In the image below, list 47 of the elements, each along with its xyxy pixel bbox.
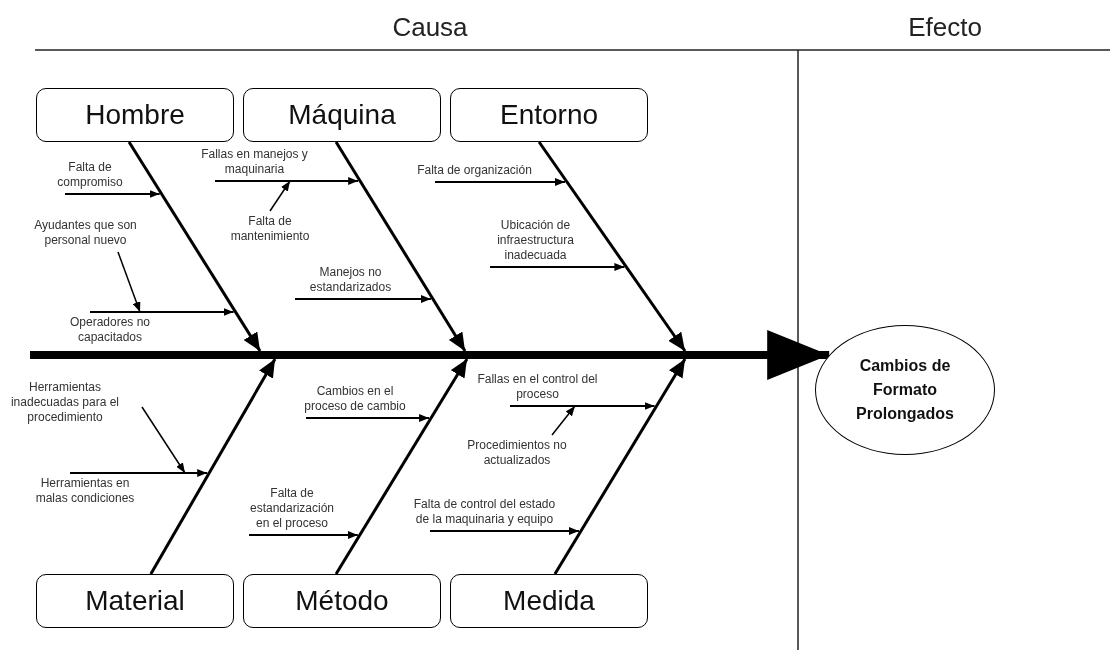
cause-arrow: [64, 190, 161, 198]
cause-text: Operadores no capacitados: [65, 315, 155, 345]
section-heading: Efecto: [907, 12, 983, 42]
sub-cause-arrow: [551, 405, 576, 436]
cause-arrow: [509, 402, 656, 410]
cause-arrow: [248, 531, 359, 539]
cause-arrow: [429, 527, 580, 535]
cause-text: Cambios en el proceso de cambio: [303, 384, 407, 414]
category-box: Material: [36, 574, 234, 628]
cause-arrow: [214, 177, 360, 185]
cause-text: Falta de compromiso: [50, 160, 130, 190]
cause-arrow: [305, 414, 431, 422]
cause-text: Fallas en manejos y maquinaria: [192, 147, 317, 177]
cause-text: Manejos no estandarizados: [303, 265, 398, 295]
cause-text: Falta de organización: [412, 163, 537, 178]
cause-arrow: [434, 178, 566, 186]
bone-arrow: [127, 141, 262, 352]
cause-arrow: [489, 263, 626, 271]
category-box: Medida: [450, 574, 648, 628]
cause-text: Falta de mantenimiento: [220, 214, 320, 244]
category-box: Hombre: [36, 88, 234, 142]
bone-arrow: [553, 358, 687, 575]
cause-text: Herramientas inadecuadas para el procedimiento: [10, 380, 120, 425]
category-box: Método: [243, 574, 441, 628]
cause-arrow: [69, 469, 209, 477]
category-box: Entorno: [450, 88, 648, 142]
bone-arrow: [334, 358, 469, 575]
cause-text: Ayudantes que son personal nuevo: [28, 218, 143, 248]
cause-text: Fallas en el control del proceso: [475, 372, 600, 402]
spine-bar: [30, 351, 750, 359]
bone-arrow: [149, 358, 277, 575]
category-box: Máquina: [243, 88, 441, 142]
cause-text: Falta de control del estado de la maquinaria y equipo: [412, 497, 557, 527]
bone-arrow: [537, 141, 687, 352]
cause-text: Procedimientos no actualizados: [462, 438, 572, 468]
cause-text: Herramientas en malas condiciones: [30, 476, 140, 506]
cause-text: Falta de estandarización en el proceso: [246, 486, 338, 531]
section-heading: Causa: [391, 12, 469, 42]
bone-arrow: [334, 141, 467, 352]
effect-ellipse: Cambios de Formato Prolongados: [815, 325, 995, 455]
cause-arrow: [294, 295, 432, 303]
sub-cause-arrow: [141, 406, 186, 474]
cause-arrow: [89, 308, 235, 316]
sub-cause-arrow: [269, 180, 291, 212]
cause-text: Ubicación de infraestructura inadecuada: [488, 218, 583, 263]
spine-arrow: [750, 330, 830, 380]
sub-cause-arrow: [117, 251, 141, 313]
